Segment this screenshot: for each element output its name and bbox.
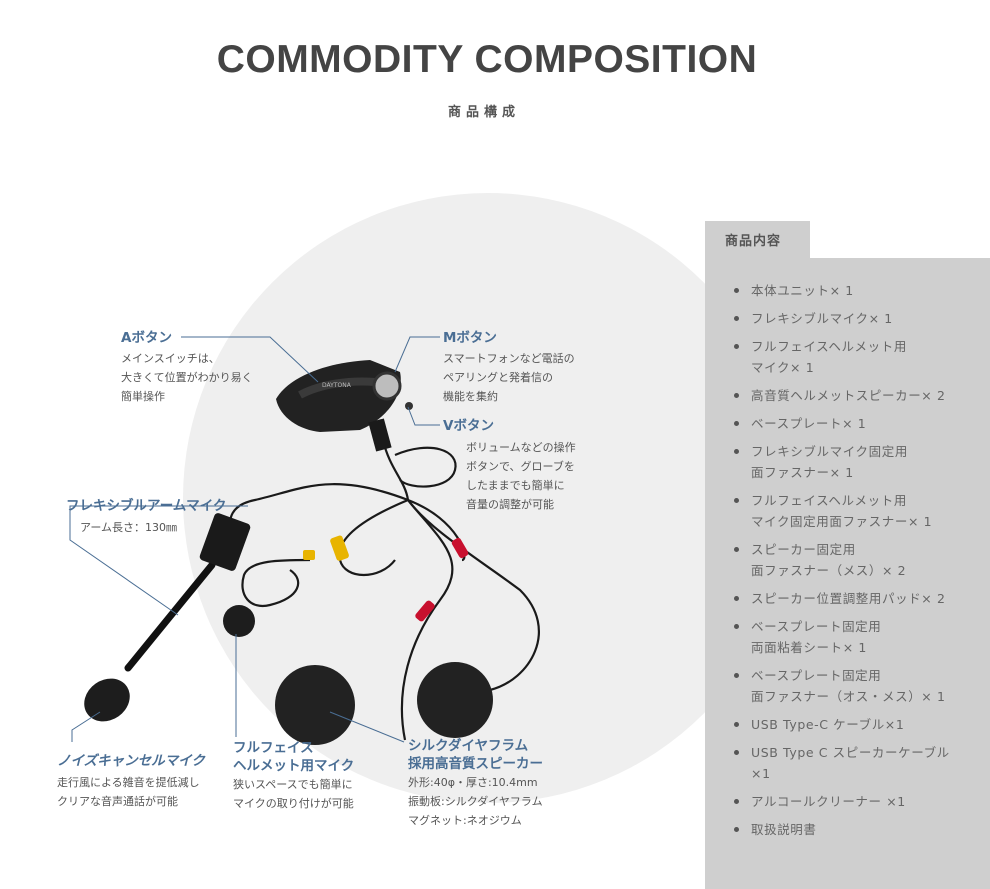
list-item: フルフェイスヘルメット用 マイク× 1 [733, 336, 983, 378]
flex-mic-label: フレキシブルアームマイク [66, 498, 227, 514]
noise-mic-desc: 走行風による雑音を提低減し クリアな音声通話が可能 [57, 776, 200, 808]
list-item: 取扱説明書 [733, 819, 983, 840]
a-button-label: Aボタン [121, 330, 172, 346]
m-button-label: Mボタン [443, 330, 497, 346]
contents-panel: 本体ユニット× 1 フレキシブルマイク× 1 フルフェイスヘルメット用 マイク×… [705, 258, 990, 889]
list-item: USB Type C スピーカーケーブル ×1 [733, 742, 983, 784]
list-item: スピーカー固定用 面ファスナー（メス）× 2 [733, 539, 983, 581]
list-item: フルフェイスヘルメット用 マイク固定用面ファスナー× 1 [733, 490, 983, 532]
fullface-mic-desc: 狭いスペースでも簡単に マイクの取り付けが可能 [233, 778, 354, 810]
page-subtitle: 商品構成 [447, 105, 520, 120]
a-button-desc: メインスイッチは、 大きくて位置がわかり易く 簡単操作 [121, 352, 253, 403]
list-item: 高音質ヘルメットスピーカー× 2 [733, 385, 983, 406]
fullface-mic-label: フルフェイス ヘルメット用マイク [233, 740, 355, 774]
m-button-desc: スマートフォンなど電話の ペアリングと発着信の 機能を集約 [443, 352, 575, 403]
noise-mic-label: ノイズキャンセルマイク [57, 753, 205, 769]
contents-panel-title: 商品内容 [725, 234, 782, 249]
list-item: USB Type-C ケーブル×1 [733, 714, 983, 735]
flex-mic-desc: アーム長さ：130㎜ [80, 521, 178, 534]
m-button-knob [372, 371, 402, 401]
v-button-label: Vボタン [443, 418, 494, 434]
list-item: ベースプレート固定用 両面粘着シート× 1 [733, 616, 983, 658]
speaker-desc: 外形:40φ・厚さ:10.4mm 振動板:シルクダイヤフラム マグネット:ネオジ… [408, 776, 543, 827]
contents-panel-tab [705, 221, 810, 258]
list-item: フレキシブルマイク× 1 [733, 308, 983, 329]
speaker-label: シルクダイヤフラム 採用高音質スピーカー [408, 738, 543, 772]
contents-list: 本体ユニット× 1 フレキシブルマイク× 1 フルフェイスヘルメット用 マイク×… [733, 280, 983, 847]
list-item: スピーカー位置調整用パッド× 2 [733, 588, 983, 609]
list-item: ベースプレート固定用 面ファスナー（オス・メス）× 1 [733, 665, 983, 707]
page-title: COMMODITY COMPOSITION [216, 38, 758, 81]
device-brand-logo: DAYTONA [322, 382, 352, 389]
v-button-desc: ボリュームなどの操作 ボタンで、グローブを したままでも簡単に 音量の調整が可能 [466, 441, 576, 511]
list-item: アルコールクリーナー ×1 [733, 791, 983, 812]
list-item: フレキシブルマイク固定用 面ファスナー× 1 [733, 441, 983, 483]
list-item: 本体ユニット× 1 [733, 280, 983, 301]
list-item: ベースプレート× 1 [733, 413, 983, 434]
